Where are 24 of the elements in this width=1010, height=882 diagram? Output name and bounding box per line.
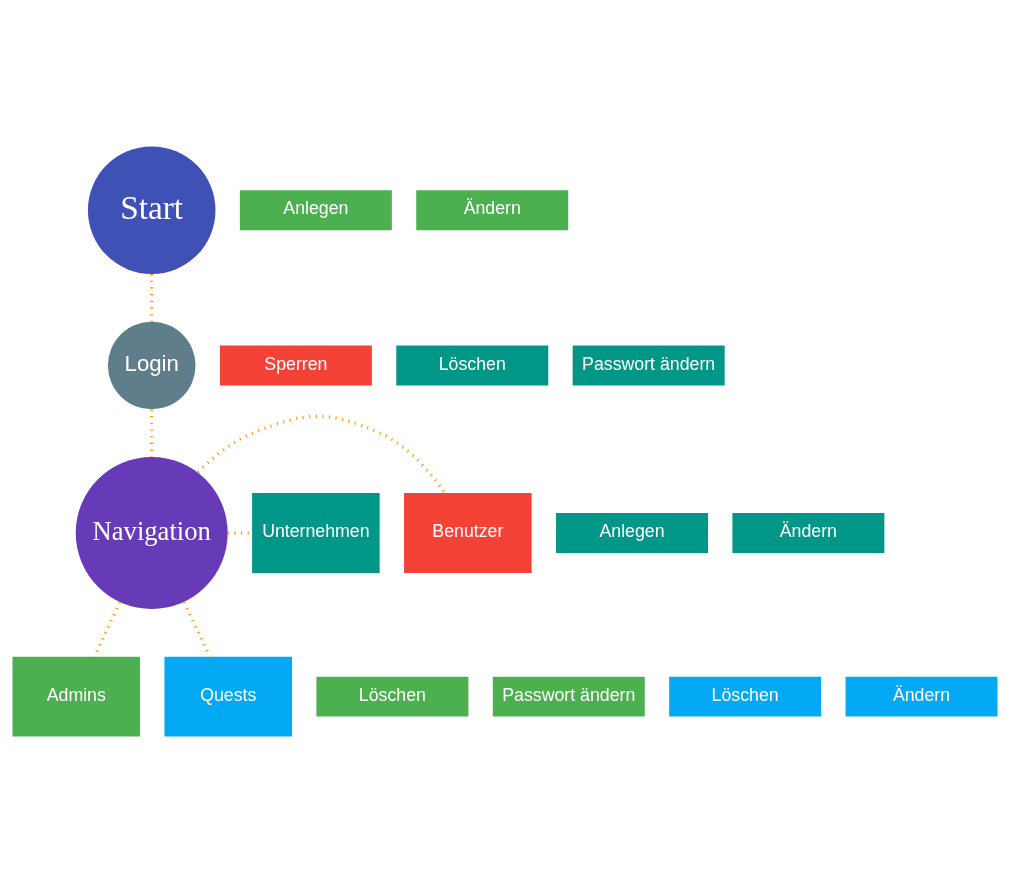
node-box: Anlegen bbox=[556, 512, 708, 553]
node-box: Ändern bbox=[416, 189, 569, 230]
connector bbox=[227, 530, 252, 535]
node-circle: Start bbox=[87, 145, 216, 274]
node-box: Ändern bbox=[845, 676, 998, 717]
node-box: Passwort ändern bbox=[492, 676, 645, 717]
connector bbox=[150, 273, 154, 322]
node-box: Admins bbox=[12, 656, 141, 737]
connector bbox=[196, 414, 446, 494]
node-box: Löschen bbox=[396, 345, 549, 385]
connector bbox=[182, 600, 212, 657]
node-circle: Navigation bbox=[75, 456, 228, 609]
node-box: Anlegen bbox=[239, 189, 392, 230]
node-box: Passwort ändern bbox=[572, 345, 725, 385]
node-box: Sperren bbox=[219, 345, 372, 385]
connector bbox=[150, 409, 154, 457]
node-box: Ändern bbox=[732, 512, 885, 553]
connector bbox=[92, 600, 122, 657]
node-circle: Login bbox=[107, 321, 196, 409]
node-box: Löschen bbox=[316, 676, 469, 717]
node-box: Benutzer bbox=[404, 492, 532, 573]
node-box: Unternehmen bbox=[252, 492, 380, 573]
node-box: Löschen bbox=[669, 676, 822, 717]
node-box: Quests bbox=[164, 656, 292, 737]
